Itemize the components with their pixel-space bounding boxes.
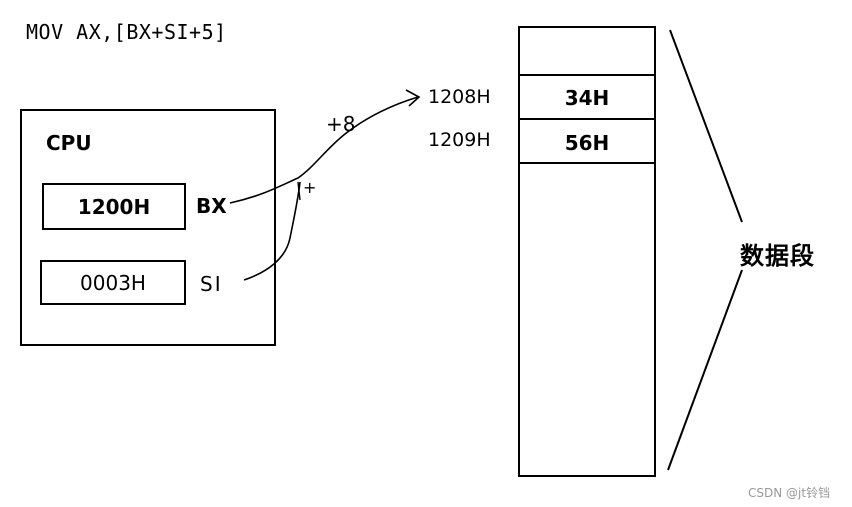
memory-address-1209: 1209H bbox=[428, 129, 491, 151]
si-register-name: SI bbox=[200, 272, 223, 296]
memory-cell-value-1208: 34H bbox=[564, 86, 610, 110]
memory-cell-divider bbox=[518, 162, 656, 164]
add-annotation: + bbox=[303, 178, 317, 197]
memory-cell-divider bbox=[518, 74, 656, 76]
si-register-box: 0003H bbox=[40, 260, 186, 305]
cpu-label: CPU bbox=[46, 131, 92, 155]
memory-cell-value-1209: 56H bbox=[564, 131, 610, 155]
segment-brace-lower bbox=[667, 269, 743, 471]
offset-annotation: +8 bbox=[326, 112, 356, 136]
bx-register-box: 1200H bbox=[42, 183, 186, 230]
memory-cell-divider bbox=[518, 118, 656, 120]
address-arrow-head bbox=[405, 89, 421, 107]
si-join-curve bbox=[243, 181, 301, 281]
bx-to-address-curve bbox=[229, 96, 419, 204]
data-segment-label: 数据段 bbox=[740, 242, 815, 270]
bx-register-value: 1200H bbox=[77, 194, 151, 219]
join-tick bbox=[297, 181, 301, 201]
watermark: CSDN @jt铃铛 bbox=[748, 486, 831, 500]
instruction-text: MOV AX,[BX+SI+5] bbox=[26, 20, 227, 44]
bx-register-name: BX bbox=[196, 194, 227, 218]
cpu-box bbox=[20, 109, 276, 346]
segment-brace-upper bbox=[669, 29, 743, 223]
si-register-value: 0003H bbox=[80, 270, 146, 295]
memory-address-1208: 1208H bbox=[428, 86, 491, 108]
memory-column bbox=[518, 26, 656, 477]
